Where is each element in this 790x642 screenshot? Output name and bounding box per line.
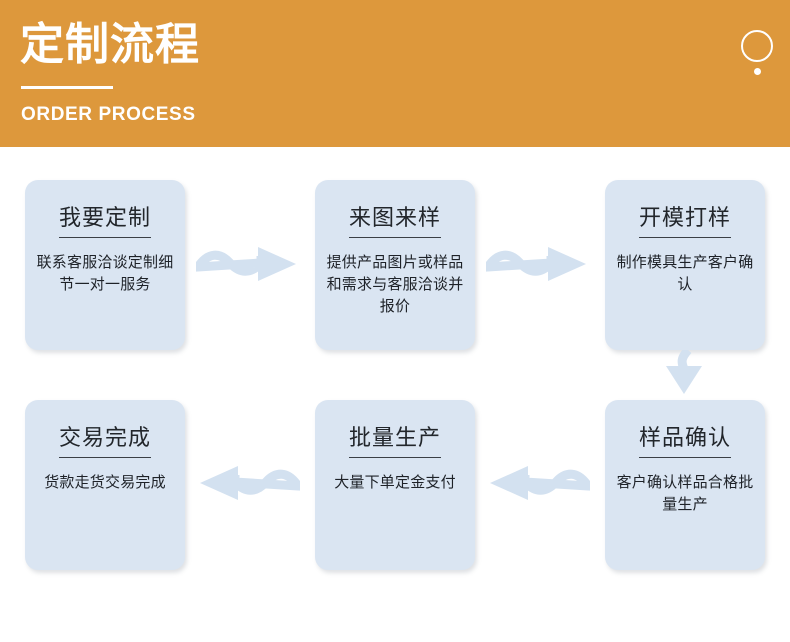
- step-title: 样品确认: [638, 425, 731, 450]
- circle-outline-icon: [741, 30, 773, 62]
- step-description: 大量下单定金支付: [334, 474, 456, 491]
- step-title-divider: [349, 457, 441, 458]
- process-step-card[interactable]: 开模打样 制作模具生产客户确认: [605, 180, 765, 350]
- step-title: 开模打样: [638, 205, 731, 230]
- step-title: 交易完成: [58, 425, 151, 450]
- step-title-divider: [59, 457, 151, 458]
- step-title-divider: [59, 237, 151, 238]
- step-title: 来图来样: [348, 205, 441, 230]
- wavy-arrow-left-icon: [196, 462, 300, 504]
- step-title-divider: [639, 457, 731, 458]
- wavy-arrow-left-icon: [486, 462, 590, 504]
- step-description: 制作模具生产客户确认: [616, 254, 754, 293]
- process-step-card[interactable]: 样品确认 客户确认样品合格批量生产: [605, 400, 765, 570]
- process-step-card[interactable]: 来图来样 提供产品图片或样品和需求与客服洽谈并报价: [315, 180, 475, 350]
- wavy-arrow-right-icon: [486, 243, 590, 285]
- title-divider: [21, 86, 113, 89]
- step-title: 我要定制: [58, 205, 151, 230]
- wavy-arrow-down-icon: [657, 350, 713, 396]
- step-description: 联系客服洽谈定制细节一对一服务: [36, 254, 174, 293]
- step-description: 客户确认样品合格批量生产: [616, 474, 754, 513]
- step-description: 货款走货交易完成: [44, 474, 166, 491]
- page-header: 定制流程 ORDER PROCESS: [0, 0, 790, 147]
- page-title: 定制流程: [20, 20, 200, 69]
- step-title: 批量生产: [348, 425, 441, 450]
- process-step-card[interactable]: 我要定制 联系客服洽谈定制细节一对一服务: [25, 180, 185, 350]
- step-title-divider: [639, 237, 731, 238]
- dot-icon: [754, 68, 761, 75]
- step-description: 提供产品图片或样品和需求与客服洽谈并报价: [326, 254, 464, 315]
- wavy-arrow-right-icon: [196, 243, 300, 285]
- page-subtitle: ORDER PROCESS: [21, 104, 196, 125]
- process-step-card[interactable]: 交易完成 货款走货交易完成: [25, 400, 185, 570]
- step-title-divider: [349, 237, 441, 238]
- process-step-card[interactable]: 批量生产 大量下单定金支付: [315, 400, 475, 570]
